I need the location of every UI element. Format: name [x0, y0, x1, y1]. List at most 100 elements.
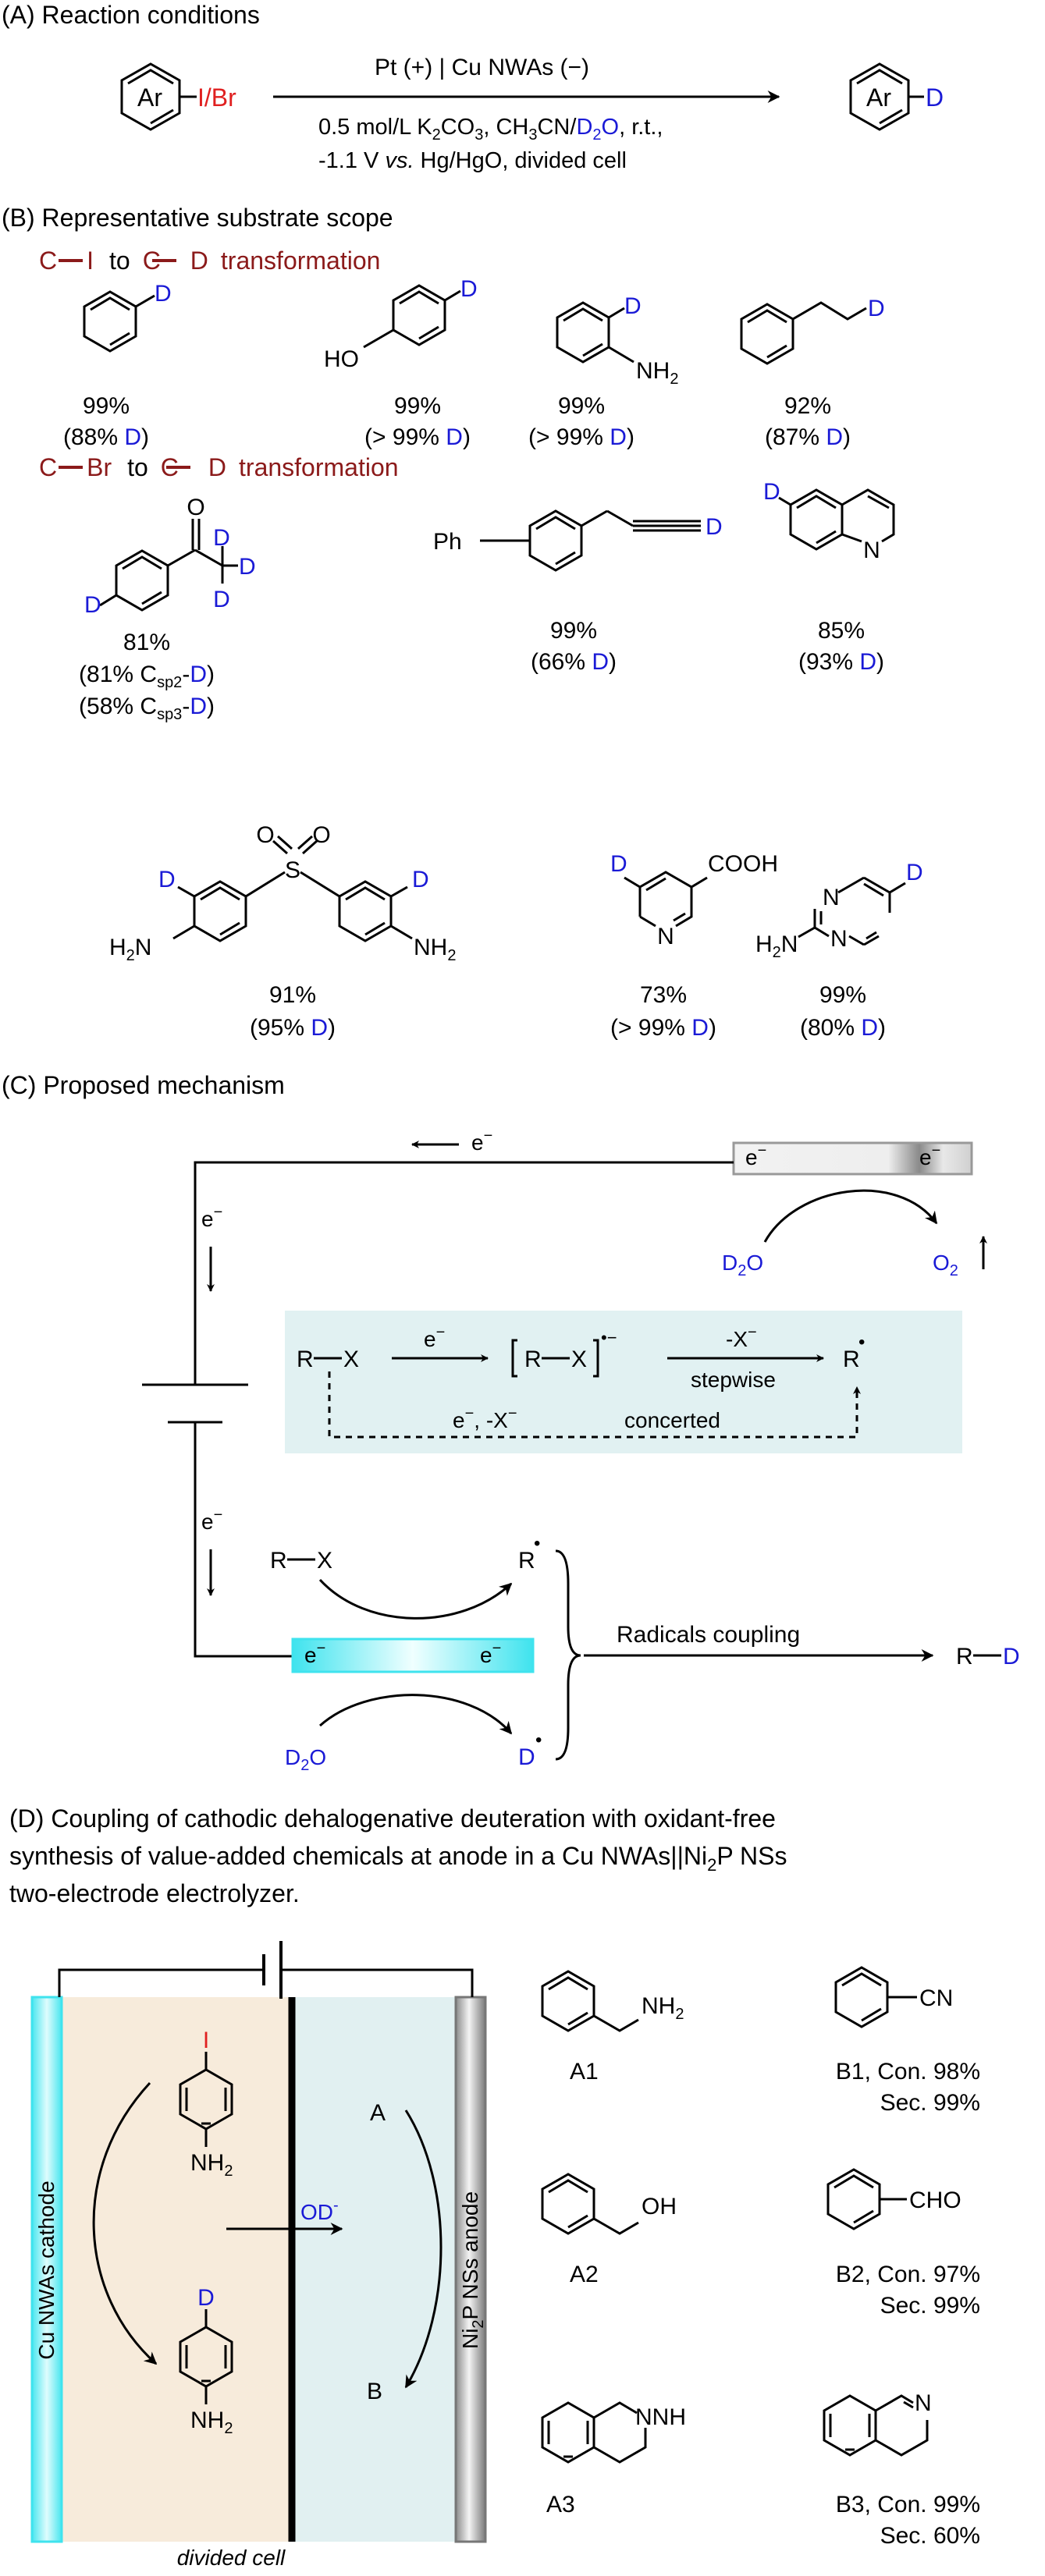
compound-10-d: D: [906, 860, 923, 885]
mech-concerted-conditions: e−, -X−: [453, 1405, 517, 1432]
cathode-rx-r: R: [270, 1548, 287, 1574]
compound-2-yield: 99%: [394, 393, 441, 419]
compound-9-yield: 73%: [640, 982, 687, 1008]
cell-iodo-label: I: [203, 2028, 209, 2053]
divided-cell-label: divided cell: [177, 2546, 286, 2570]
compound-9-cooh: COOH: [708, 851, 778, 877]
mech-concerted-label: concerted: [624, 1408, 720, 1432]
conditions-line-2: -1.1 V vs. Hg/HgO, divided cell: [318, 148, 627, 173]
cathode-d2o-reduction-arrow: [318, 1694, 513, 1735]
cell-deuteroaniline-nh2: NH2: [190, 2407, 233, 2437]
compound-5-o: O: [187, 495, 204, 520]
radical-anion-charge: •−: [601, 1328, 617, 1347]
compound-10-n-top: N: [823, 885, 840, 910]
compound-3-nh2: NH2: [636, 358, 678, 388]
cell-wire-left: [58, 1968, 264, 1997]
cell-iodoaniline-nh2: NH2: [190, 2150, 233, 2180]
mech-stepwise-label: stepwise: [691, 1368, 776, 1392]
cathode-label: Cu NWAs cathode: [34, 2180, 59, 2359]
mech-rad-anion-r: R: [524, 1347, 542, 1372]
compound-7-dratio: (93% D): [798, 649, 884, 675]
compound-7-d: D: [763, 479, 780, 505]
electron-label-lower: e−: [201, 1506, 222, 1534]
compound-1-dratio: (88% D): [63, 424, 149, 450]
compound-3-d: D: [624, 293, 642, 319]
compound-7-structure: [778, 488, 895, 551]
b2-conversion: B2, Con. 97%: [836, 2262, 980, 2287]
b1-benzonitrile: [834, 1966, 917, 2028]
reactant-ar-label: Ar: [137, 83, 162, 112]
product-d-label: D: [926, 83, 944, 112]
cathode-e-left: e−: [304, 1640, 325, 1667]
compound-6-ph: Ph: [433, 529, 462, 555]
compound-6-yield: 99%: [550, 618, 597, 644]
cathode-radical-r-dot: •: [534, 1533, 540, 1554]
compound-3-dratio: (> 99% D): [528, 424, 634, 450]
a3-tetrahydroisoquinoline: [541, 2401, 647, 2464]
mech-rad-anion-x: X: [571, 1347, 587, 1372]
mech-concerted-arrow: [328, 1371, 861, 1439]
anode-compartment: [292, 1997, 456, 2542]
radical-anion-bracket-right: [593, 1339, 599, 1378]
cu-nwas-cathode: [30, 1996, 63, 2543]
mech-radical-dot: •: [858, 1332, 865, 1353]
mech-et-label: e−: [424, 1324, 445, 1351]
product-rd-r: R: [956, 1644, 973, 1669]
compound-7-yield: 85%: [818, 618, 865, 644]
compound-5-d-ring: D: [84, 592, 101, 618]
anode-b-label: B: [367, 2379, 382, 2404]
compound-1-structure: [83, 290, 155, 353]
b1-conversion: B1, Con. 98%: [836, 2059, 980, 2085]
compound-5-d-top: D: [213, 525, 230, 551]
compound-10-yield: 99%: [819, 982, 866, 1008]
cathode-e-right: e−: [480, 1640, 501, 1667]
compound-9-d: D: [610, 851, 627, 877]
cathode-radical-d-dot: •: [535, 1730, 542, 1751]
b3-dihydroisoquinoline: [823, 2394, 929, 2457]
a1-label: A1: [570, 2059, 599, 2085]
compound-10-n-bottom: N: [830, 926, 848, 952]
compound-9-structure: [624, 871, 708, 928]
compound-5-structure: [99, 519, 238, 612]
radical-anion-bracket-left: [511, 1339, 517, 1378]
compound-8-o-right: O: [312, 822, 330, 848]
anode-label: Ni2P NSs anode: [458, 2191, 487, 2349]
reactant-halide-label: I/Br: [197, 83, 236, 112]
radical-brace: [555, 1549, 581, 1761]
compound-4-dratio: (87% D): [765, 424, 851, 450]
a1-nh2: NH2: [642, 1993, 684, 2023]
compound-5-dratio-sp3: (58% Csp3-D): [79, 694, 215, 723]
cathode-d2o: D2O: [285, 1745, 326, 1774]
compound-8-nh2: NH2: [414, 935, 456, 964]
compound-8-structure: [172, 835, 413, 942]
a1-benzylamine: [541, 1970, 639, 2032]
product-aryl-d: [849, 62, 924, 131]
section-a-title: (A) Reaction conditions: [2, 1, 260, 29]
a2-label: A2: [570, 2262, 599, 2287]
conditions-line-1: 0.5 mol/L K2CO3, CH3CN/D2O, r.t.,: [318, 115, 663, 144]
section-d-title-line-3: two-electrode electrolyzer.: [9, 1879, 300, 1907]
radical-coupling-label: Radicals coupling: [617, 1622, 800, 1648]
compound-4-d: D: [868, 296, 885, 321]
section-c-title: (C) Proposed mechanism: [2, 1071, 285, 1099]
cell-iodoaniline: [179, 2052, 233, 2147]
anode-e-right: e−: [919, 1142, 940, 1169]
compound-4-structure: [740, 301, 867, 365]
b3-n: N: [915, 2390, 932, 2416]
anode-o2: O2: [933, 1251, 958, 1279]
compound-7-n: N: [863, 538, 880, 563]
compound-9-dratio: (> 99% D): [610, 1015, 716, 1041]
compound-2-structure: [363, 284, 461, 349]
compound-3-yield: 99%: [558, 393, 605, 419]
a3-label: A3: [546, 2492, 575, 2517]
anode-e-left: e−: [745, 1142, 766, 1169]
section-d-title-line-1: (D) Coupling of cathodic dehalogenative …: [9, 1804, 776, 1833]
cathode-radical-d: D: [518, 1744, 535, 1770]
compound-8-s: S: [285, 857, 300, 883]
compound-5-dratio-sp2: (81% Csp2-D): [79, 662, 215, 691]
circuit-wires: [142, 1161, 734, 1658]
mech-radical-r: R: [843, 1347, 860, 1372]
